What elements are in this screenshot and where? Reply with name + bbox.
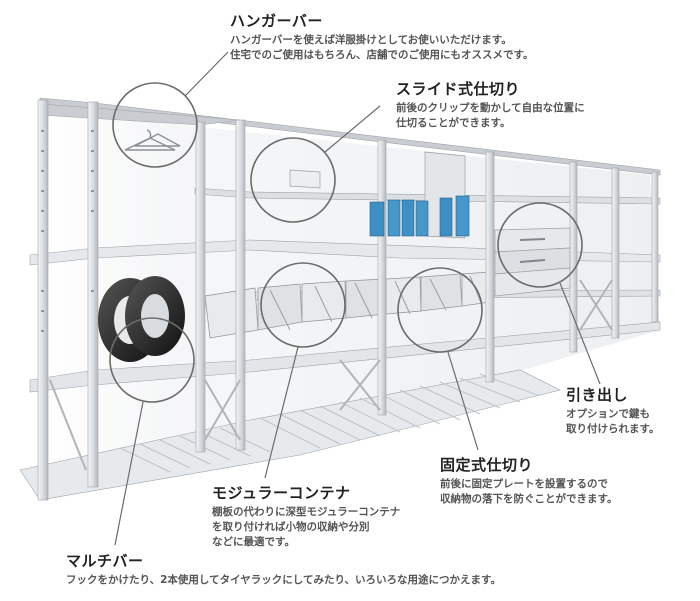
drawer-unit <box>494 227 571 297</box>
callout-slide-divider: スライド式仕切り 前後のクリップを動かして自由な位置に 仕切ることができます。 <box>396 80 585 131</box>
callout-description: 前後のクリップを動かして自由な位置に 仕切ることができます。 <box>396 102 585 129</box>
callout-multi-bar: マルチバー フックをかけたり、2本使用してタイヤラックにしてみたり、いろいろな用… <box>66 552 501 588</box>
modular-container-row <box>204 271 492 339</box>
callout-title: 固定式仕切り <box>440 456 534 474</box>
container-dividers <box>269 275 483 331</box>
callout-modular-container: モジュラーコンテナ 棚板の代わりに深型モジュラーコンテナ を取り付ければ小物の収… <box>212 484 400 550</box>
upright-posts <box>37 99 659 501</box>
magnifier-circles <box>109 82 583 403</box>
callout-description: フックをかけたり、2本使用してタイヤラックにしてみたり、いろいろな用途につかえま… <box>66 574 501 586</box>
callout-fixed-divider: 固定式仕切り 前後に固定プレートを設置するので 収納物の落下を防ぐことができます… <box>440 456 617 507</box>
callout-title: スライド式仕切り <box>396 80 521 98</box>
callout-description: 前後に固定プレートを設置するので 収納物の落下を防ぐことができます。 <box>440 478 618 505</box>
leader-lines <box>114 51 601 546</box>
callout-title: モジュラーコンテナ <box>212 484 351 502</box>
callout-title: ハンガーバー <box>230 12 323 30</box>
tire-stack <box>98 276 185 362</box>
floor-shelf-ribs <box>119 373 541 473</box>
callout-title: 引き出し <box>566 386 629 404</box>
callout-description: オプションで鍵も 取り付けられます。 <box>566 408 660 435</box>
blue-binders <box>369 195 470 237</box>
hangers <box>124 129 181 151</box>
cross-braces <box>49 279 613 471</box>
callout-title: マルチバー <box>66 552 144 570</box>
callout-description: 棚板の代わりに深型モジュラーコンテナ を取り付ければ小物の収納や分別 などに最適… <box>212 506 401 548</box>
callout-drawer: 引き出し オプションで鍵も 取り付けられます。 <box>566 386 659 437</box>
post-holes <box>41 130 94 332</box>
callout-description: ハンガーバーを使えば洋服掛けとしてお使いいただけます。 住宅でのご使用はもちろん… <box>230 34 534 61</box>
callout-hanger-bar: ハンガーバー ハンガーバーを使えば洋服掛けとしてお使いいただけます。 住宅でのご… <box>230 12 533 63</box>
